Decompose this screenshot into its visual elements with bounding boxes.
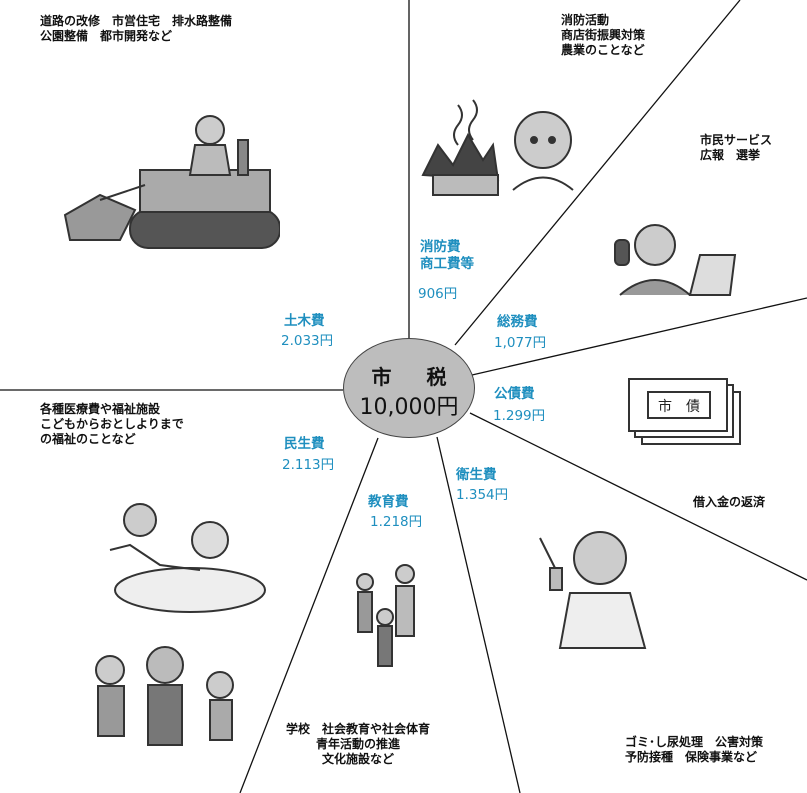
somu-label: 総務費 bbox=[497, 314, 538, 330]
kyoiku-label: 教育費 bbox=[368, 494, 409, 510]
fire-icon bbox=[421, 99, 574, 196]
office-worker-icon bbox=[614, 224, 737, 296]
eisei-amount: 1.354円 bbox=[456, 487, 509, 503]
somu-amount: 1,077円 bbox=[494, 335, 547, 351]
shobo-label: 消防費 商工費等 bbox=[420, 239, 474, 272]
bulldozer-icon bbox=[63, 115, 280, 249]
bond-certificate-icon: 市 債 bbox=[628, 378, 741, 445]
kosai-label: 公債費 bbox=[494, 386, 535, 402]
divider-kyoiku-minsei bbox=[239, 437, 379, 793]
doboku-description: 道路の改修 市営住宅 排水路整備 公園整備 都市開発など bbox=[40, 14, 233, 43]
family-icon bbox=[356, 564, 415, 667]
divider-somu-kosai bbox=[471, 297, 807, 376]
divider-eisei-kyoiku bbox=[436, 436, 521, 793]
minsei-description: 各種医療費や福祉施設 こどもからおとしよりまで の福祉のことなど bbox=[40, 402, 184, 446]
doboku-amount: 2.033円 bbox=[281, 333, 334, 349]
kyoiku-amount: 1.218円 bbox=[370, 514, 423, 530]
eisei-label: 衛生費 bbox=[456, 467, 497, 483]
center-amount: 10,000円 bbox=[359, 395, 459, 420]
divider-kosai-eisei bbox=[469, 412, 807, 581]
kyoiku-description: 学校 社会教育や社会体育 青年活動の推進 文化施設など bbox=[286, 722, 431, 766]
center-city-tax: 市 税 10,000円 bbox=[343, 338, 475, 438]
minsei-label: 民生費 bbox=[284, 436, 325, 452]
divider-shobo-somu bbox=[454, 0, 741, 346]
bond-text: 市 債 bbox=[658, 398, 700, 415]
minsei-amount: 2.113円 bbox=[282, 457, 335, 473]
kosai-amount: 1.299円 bbox=[493, 408, 546, 424]
center-title: 市 税 bbox=[371, 365, 461, 389]
doctor-icon bbox=[539, 531, 647, 649]
kosai-description: 借入金の返済 bbox=[693, 495, 766, 509]
welfare-care-icon bbox=[95, 503, 266, 746]
doboku-label: 土木費 bbox=[284, 313, 325, 329]
shobo-amount: 906円 bbox=[418, 286, 458, 302]
eisei-description: ゴミ･し尿処理 公害対策 予防接種 保険事業など bbox=[625, 735, 764, 764]
somu-description: 市民サービス 広報 選挙 bbox=[700, 133, 773, 162]
shobo-description: 消防活動 商店街振興対策 農業のことなど bbox=[561, 13, 646, 57]
